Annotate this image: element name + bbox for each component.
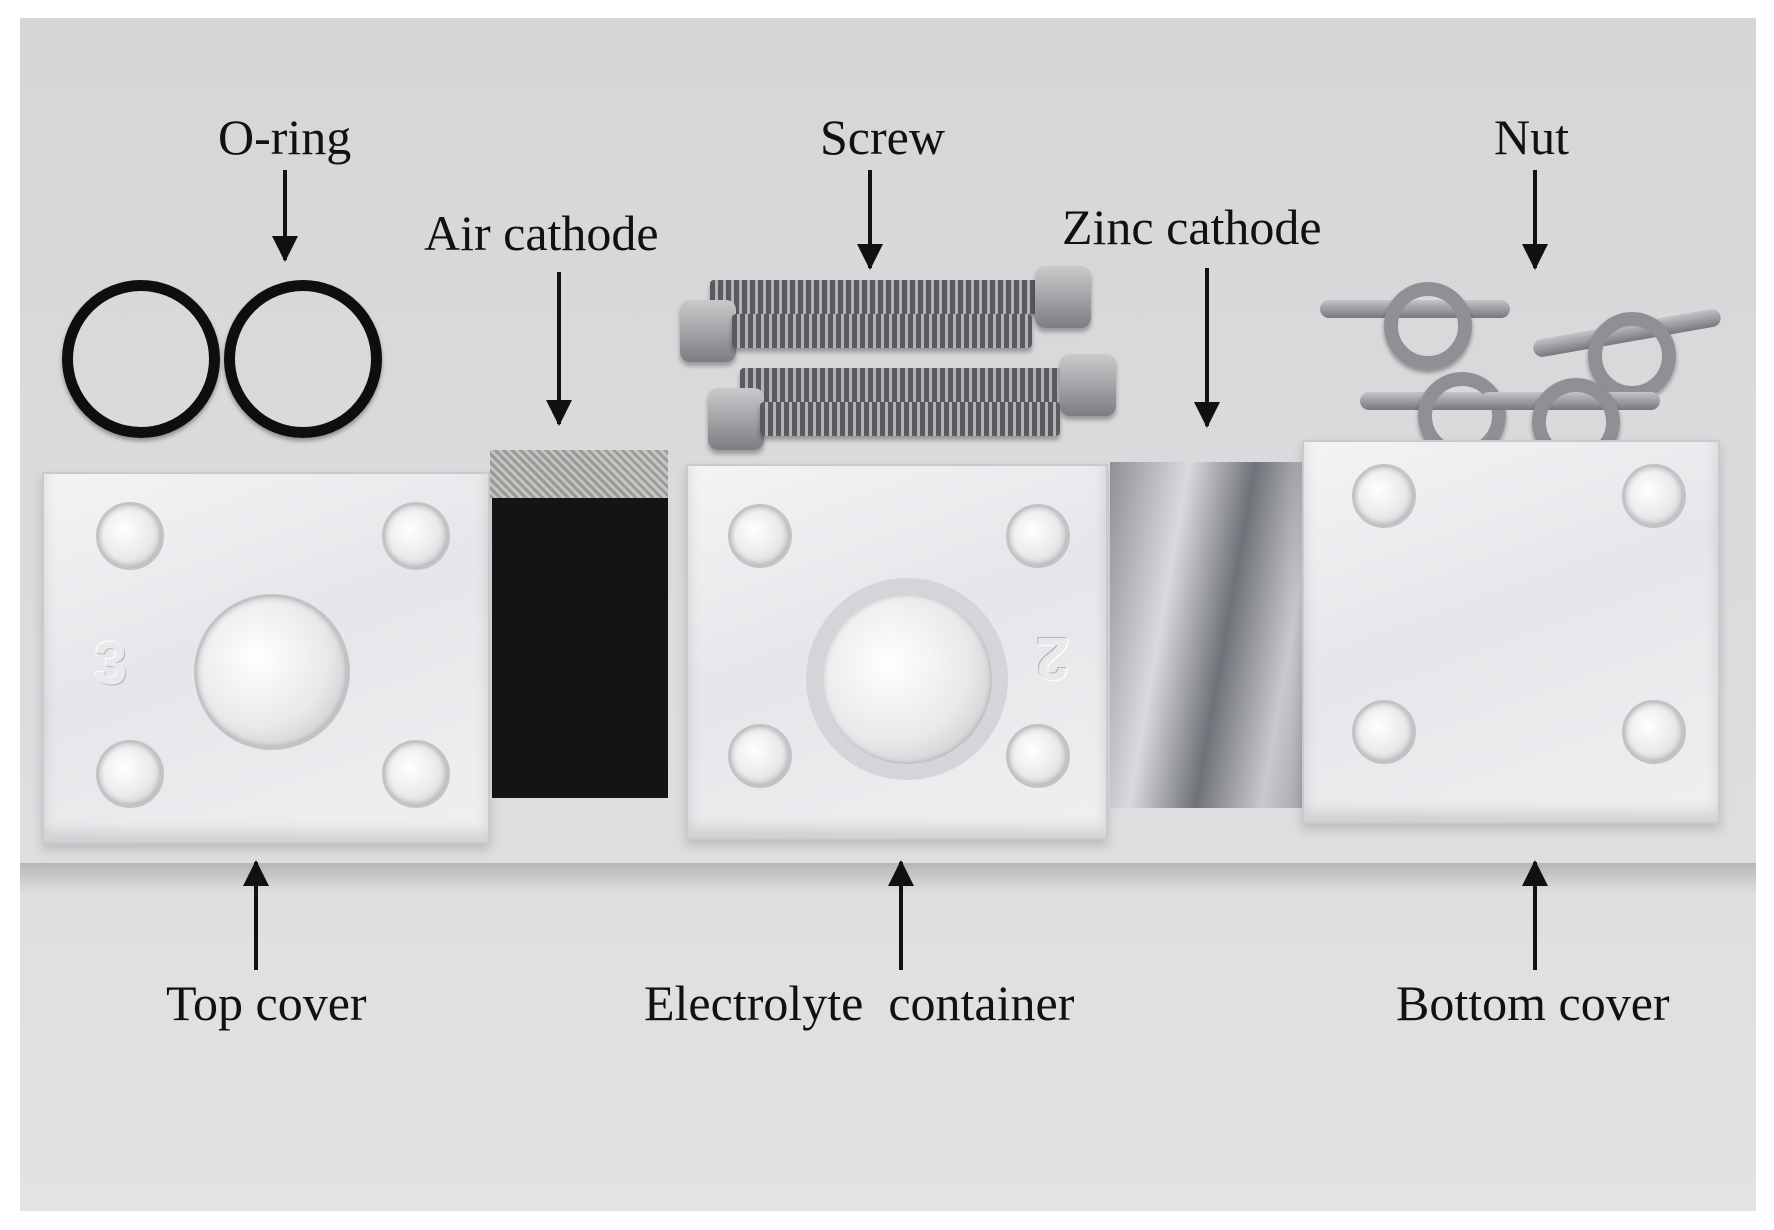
screw-3 xyxy=(740,368,1070,402)
screw-1-head xyxy=(1035,266,1091,328)
top-cover-hole-bl xyxy=(96,740,164,808)
bottom-cover-hole-tl xyxy=(1352,464,1416,528)
top-cover-plate: 3 xyxy=(42,472,490,844)
container-hole-tr xyxy=(1006,504,1070,568)
container-number: 2 xyxy=(1036,625,1070,692)
top-cover-hole-tl xyxy=(96,502,164,570)
o-ring-right xyxy=(224,280,382,438)
label-o-ring: O-ring xyxy=(218,109,352,165)
arrow-screw xyxy=(857,170,883,270)
arrow-zinc-cathode xyxy=(1194,268,1220,428)
o-ring-left xyxy=(62,280,220,438)
label-bottom-cover: Bottom cover xyxy=(1396,975,1670,1031)
label-top-cover: Top cover xyxy=(166,975,367,1031)
air-cathode-carbon xyxy=(492,498,668,798)
top-cover-hole-br xyxy=(382,740,450,808)
label-screw: Screw xyxy=(820,109,945,165)
container-hole-tl xyxy=(728,504,792,568)
bottom-cover-hole-tr xyxy=(1622,464,1686,528)
arrow-nut xyxy=(1522,170,1548,270)
screw-2-head xyxy=(680,300,736,362)
bottom-cover-hole-bl xyxy=(1352,700,1416,764)
screw-2 xyxy=(732,314,1032,348)
nut-1 xyxy=(1384,282,1472,370)
photo-background: 3 2 xyxy=(20,18,1756,1211)
container-center-ring xyxy=(806,578,1008,780)
label-air-cathode: Air cathode xyxy=(424,205,659,261)
bottom-cover-hole-br xyxy=(1622,700,1686,764)
screw-4-head xyxy=(708,388,764,450)
top-cover-center-hole xyxy=(194,594,350,750)
arrow-air-cathode xyxy=(546,272,572,426)
electrolyte-container-plate: 2 xyxy=(686,464,1108,840)
label-nut: Nut xyxy=(1494,109,1569,165)
label-electrolyte-container: Electrolyte container xyxy=(644,975,1075,1031)
top-cover-hole-tr xyxy=(382,502,450,570)
screw-1 xyxy=(710,280,1040,314)
arrow-o-ring xyxy=(272,170,298,262)
label-zinc-cathode: Zinc cathode xyxy=(1062,199,1322,255)
arrow-bottom-cover xyxy=(1522,860,1548,970)
arrow-top-cover xyxy=(243,860,269,970)
container-hole-br xyxy=(1006,724,1070,788)
container-hole-bl xyxy=(728,724,792,788)
zinc-cathode-foil xyxy=(1110,462,1314,808)
screw-4 xyxy=(760,402,1060,436)
screw-3-head xyxy=(1060,354,1116,416)
air-cathode-mesh xyxy=(490,450,668,498)
top-cover-number: 3 xyxy=(94,630,128,697)
bottom-cover-plate xyxy=(1302,440,1720,824)
arrow-electrolyte-container xyxy=(888,860,914,970)
